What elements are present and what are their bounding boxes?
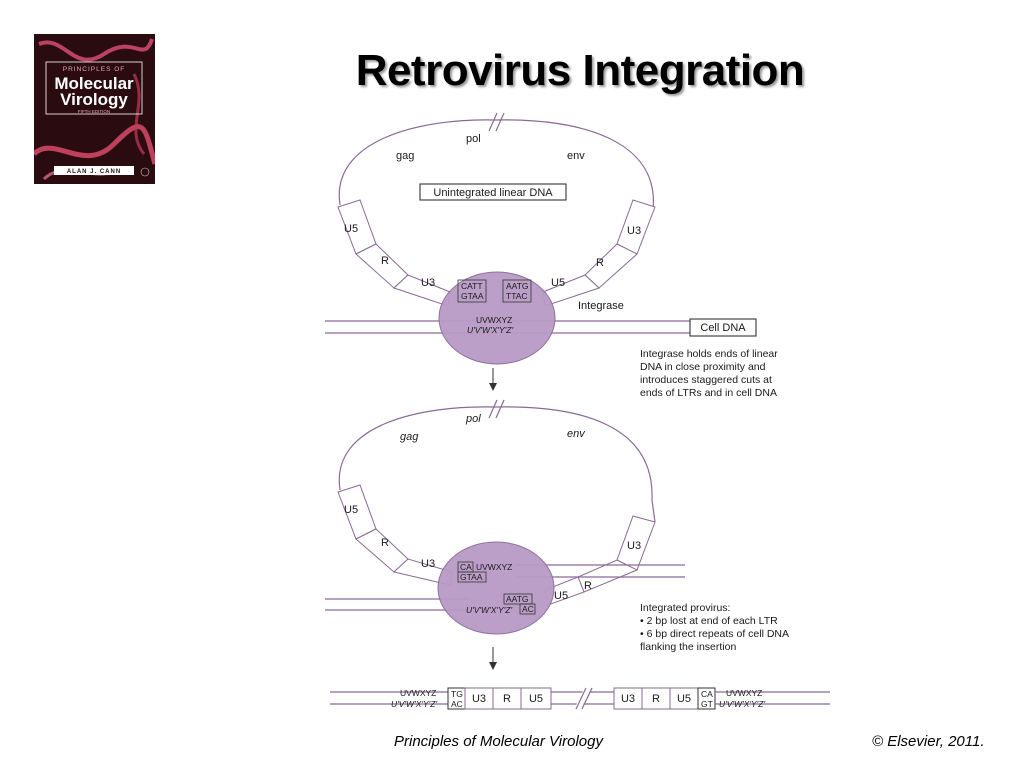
top-seq-left-top: CATT	[461, 281, 483, 291]
top-seq-right-top: AATG	[506, 281, 529, 291]
middle-seq-ca: CA	[460, 562, 472, 572]
cover-line3: Virology	[60, 90, 128, 109]
top-env-label: env	[567, 150, 585, 162]
top-seq-right-bottom: TTAC	[506, 291, 528, 301]
page-title: Retrovirus Integration	[355, 46, 805, 95]
arrow-down-icon	[489, 368, 497, 391]
cover-author: ALAN J. CANN	[67, 169, 121, 175]
middle-note-line-1: Integrated provirus:	[640, 602, 730, 614]
arrow-down-icon	[489, 647, 497, 670]
top-note-line-2: DNA in close proximity and	[640, 361, 766, 373]
top-linear-dna-label: Unintegrated linear DNA	[433, 187, 553, 199]
cover-line2: Molecular	[54, 74, 134, 93]
bottom-break-gap	[575, 686, 591, 710]
publisher-logo-icon	[140, 167, 150, 177]
middle-left-r-label: R	[381, 537, 389, 549]
middle-left-u3-label: U3	[421, 558, 435, 570]
middle-pol-label: pol	[465, 413, 481, 425]
top-left-u3-label: U3	[421, 277, 435, 289]
bottom-gt: GT	[701, 699, 713, 709]
bottom-ca: CA	[701, 689, 713, 699]
bottom-left-flank-top: UVWXYZ	[400, 688, 436, 698]
middle-panel: pol gag env U5 R U3 U3 R U5 CA UVWXYZ GT…	[325, 399, 789, 653]
top-left-u5-label: U5	[344, 223, 358, 235]
bottom-u3b: U3	[621, 693, 635, 705]
middle-seq-ac: AC	[522, 604, 534, 614]
middle-left-u5-label: U5	[344, 504, 358, 516]
top-note-line-3: introduces staggered cuts at	[640, 374, 772, 386]
middle-seq-cell-top: UVWXYZ	[476, 562, 512, 572]
top-break-mark-2	[495, 112, 505, 132]
bottom-right-flank-bottom: U'V'W'X'Y'Z'	[719, 699, 765, 709]
top-dna-loop	[338, 119, 654, 211]
top-left-r-label: R	[381, 255, 389, 267]
bottom-break-mark-2	[581, 687, 593, 710]
book-cover-art: PRINCIPLES OF Molecular Virology FIFTH E…	[34, 34, 155, 184]
cover-line1: PRINCIPLES OF	[63, 66, 125, 73]
middle-note-line-3: • 6 bp direct repeats of cell DNA	[640, 628, 789, 640]
bottom-u5b: U5	[677, 693, 691, 705]
middle-note-line-2: • 2 bp lost at end of each LTR	[640, 615, 778, 627]
top-gag-label: gag	[396, 150, 414, 162]
middle-seq-gtaa-box	[457, 571, 487, 583]
bottom-ra: R	[503, 693, 511, 705]
bottom-rb: R	[652, 693, 660, 705]
cover-edition: FIFTH EDITION	[78, 109, 110, 114]
bottom-ca-gt-box	[697, 687, 716, 710]
bottom-tg: TG	[451, 689, 463, 699]
bottom-left-flank-bottom: U'V'W'X'Y'Z'	[391, 699, 437, 709]
middle-integrase-complex	[437, 541, 555, 635]
middle-seq-gtaa: GTAA	[460, 572, 483, 582]
top-cell-seq-top: UVWXYZ	[476, 315, 512, 325]
top-cell-seq-bottom: U'V'W'X'Y'Z'	[467, 325, 513, 335]
middle-gag-label: gag	[400, 431, 419, 443]
top-seq-left-box	[457, 279, 487, 303]
middle-seq-aatg: AATG	[506, 594, 529, 604]
middle-right-u5-label: U5	[554, 590, 568, 602]
book-cover-image: PRINCIPLES OF Molecular Virology FIFTH E…	[34, 34, 155, 184]
middle-seq-cell-bottom: U'V'W'X'Y'Z'	[466, 605, 512, 615]
top-integrase-label: Integrase	[578, 300, 624, 312]
top-panel: pol gag env Unintegrated linear DNA U5 R…	[325, 112, 778, 399]
footer-book-title: Principles of Molecular Virology	[394, 733, 603, 750]
top-linear-dna-box	[419, 183, 567, 201]
middle-seq-ac-box	[519, 603, 536, 615]
middle-right-u3-label: U3	[627, 540, 641, 552]
middle-seq-aatg-box	[503, 593, 533, 605]
top-right-u3-label: U3	[627, 225, 641, 237]
top-pol-label: pol	[466, 133, 481, 145]
top-cell-dna-box	[689, 318, 757, 337]
middle-env-label: env	[567, 428, 586, 440]
top-seq-right-box	[502, 279, 532, 303]
top-right-r-label: R	[596, 257, 604, 269]
bottom-panel: UVWXYZ U'V'W'X'Y'Z' TG AC U3 R U5 U3 R U…	[330, 686, 830, 710]
footer-copyright: © Elsevier, 2011.	[872, 733, 985, 750]
top-right-r-segment	[584, 243, 638, 289]
top-cell-dna-label: Cell DNA	[700, 322, 746, 334]
top-seq-left-bottom: GTAA	[461, 291, 484, 301]
bottom-u3a: U3	[472, 693, 486, 705]
middle-right-r-label: R	[584, 580, 592, 592]
middle-left-r-segment	[355, 528, 409, 573]
middle-break-mark-1	[488, 399, 498, 419]
middle-dna-loop	[338, 406, 656, 523]
top-right-u5-label: U5	[551, 277, 565, 289]
middle-note-line-4: flanking the insertion	[640, 641, 736, 653]
bottom-u5a-box	[520, 687, 552, 710]
top-integrase-complex	[438, 271, 556, 365]
bottom-u5a: U5	[529, 693, 543, 705]
middle-break-mark-2	[495, 399, 505, 419]
bottom-break-mark-1	[575, 687, 587, 710]
bottom-right-flank-top: UVWXYZ	[726, 688, 762, 698]
top-break-mark-1	[488, 112, 498, 132]
bottom-ac: AC	[451, 699, 463, 709]
top-note-line-4: ends of LTRs and in cell DNA	[640, 387, 777, 399]
top-note-line-1: Integrase holds ends of linear	[640, 348, 778, 360]
